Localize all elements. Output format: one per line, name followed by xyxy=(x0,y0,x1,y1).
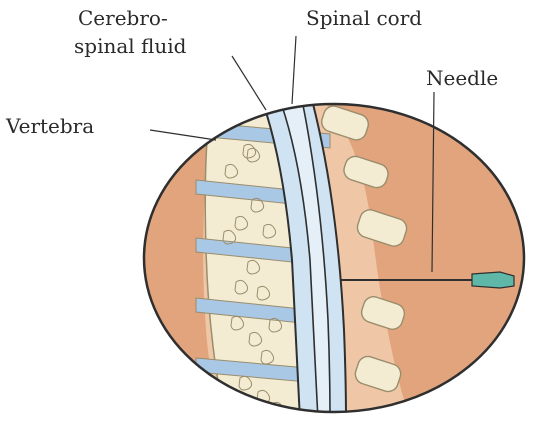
spinal-cord-leader-line xyxy=(292,36,296,104)
spinal-cord-label: Spinal cord xyxy=(306,6,422,30)
bone-texture-mark xyxy=(231,110,244,124)
csf-label-line2: spinal fluid xyxy=(74,34,186,58)
csf-label-line1: Cerebro- xyxy=(78,6,168,30)
needle-label: Needle xyxy=(426,66,498,90)
needle-hub xyxy=(472,272,514,288)
vertebra-label: Vertebra xyxy=(6,114,94,138)
vertebra-leader-line xyxy=(150,130,216,140)
csf-leader-line xyxy=(232,56,266,110)
